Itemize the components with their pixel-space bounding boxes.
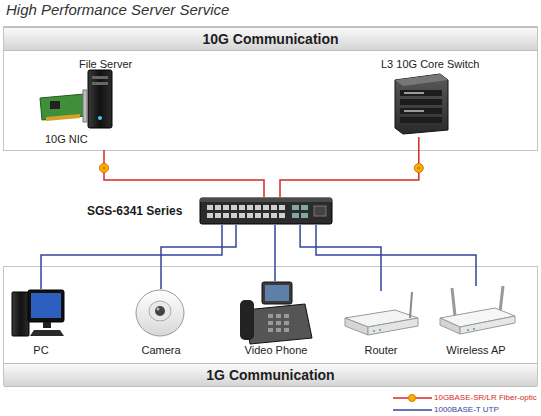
fiber-connector	[280, 137, 423, 197]
utp-connector	[275, 225, 276, 281]
camera-node: Camera	[126, 289, 196, 361]
fiber-dot	[100, 164, 109, 173]
device-label: File Server	[79, 58, 132, 70]
video-phone-node: Video Phone	[236, 281, 316, 361]
connector-line	[41, 225, 222, 289]
core-switch-illustration	[395, 74, 448, 134]
connector-line	[274, 225, 276, 281]
nic-label: 10G NIC	[45, 133, 88, 145]
core-switch-node: L3 10G Core Switch	[366, 55, 476, 137]
fiber-dot	[414, 164, 423, 173]
connector-line	[104, 150, 264, 197]
file-server-illustration	[40, 70, 112, 128]
legend-fiber-dot	[409, 395, 416, 402]
file-server-node: File Server 10G NIC	[39, 55, 154, 150]
device-label: L3 10G Core Switch	[381, 58, 479, 70]
utp-connector	[161, 225, 236, 289]
connector-line	[161, 225, 236, 289]
sgs-switch-illustration	[200, 198, 332, 224]
band-1g: 1G Communication PC Camera Video Phone Route…	[3, 266, 538, 386]
device-label: Video Phone	[236, 344, 316, 356]
device-label: Router	[341, 344, 421, 356]
pc-node: PC	[11, 289, 71, 361]
video-phone-illustration	[240, 282, 312, 344]
device-label: PC	[11, 344, 71, 356]
fiber-dot-core	[103, 167, 106, 170]
access-switch-node: SGS-6341 Series	[200, 197, 332, 225]
legend-utp-line	[393, 409, 432, 411]
switch-label: SGS-6341 Series	[87, 204, 182, 218]
camera-illustration	[136, 290, 184, 336]
wireless-ap-node: Wireless AP	[436, 286, 516, 361]
router-node: Router	[341, 291, 421, 361]
band-heading: 10G Communication	[4, 27, 537, 51]
legend-fiber-line	[393, 397, 432, 399]
fiber-dot-core	[417, 167, 420, 170]
pc-illustration	[12, 290, 64, 336]
router-illustration	[345, 292, 418, 335]
diagram-title: High Performance Server Service	[6, 1, 229, 18]
wireless-ap-illustration	[440, 286, 515, 334]
device-label: Camera	[126, 344, 196, 356]
band-heading: 1G Communication	[4, 363, 537, 387]
utp-connector	[41, 225, 222, 289]
legend-text: 10GBASE-SR/LR Fiber-optic	[434, 393, 537, 402]
connector-line	[316, 225, 476, 286]
legend-text: 1000BASE-T UTP	[434, 405, 499, 414]
utp-connector	[316, 225, 476, 286]
legend-samples	[393, 395, 432, 411]
device-label: Wireless AP	[436, 344, 516, 356]
utp-connector	[300, 225, 381, 291]
band-10g: 10G CommunicationFile Server 10G NIC L3 10…	[3, 26, 538, 151]
connector-line	[280, 137, 419, 197]
connector-line	[300, 225, 381, 291]
fiber-connector	[100, 150, 265, 197]
